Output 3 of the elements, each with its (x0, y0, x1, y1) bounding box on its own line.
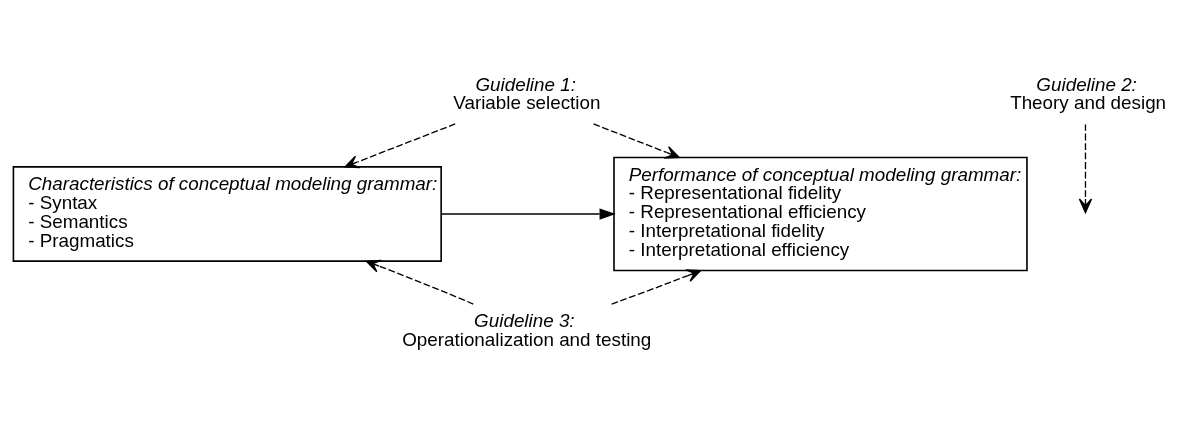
node-text: Guideline 1: Variable selection (453, 73, 601, 114)
node-text: Guideline 3: Operationalization and testing (402, 310, 652, 351)
node-text: Guideline 2: Theory and design (1010, 73, 1167, 114)
